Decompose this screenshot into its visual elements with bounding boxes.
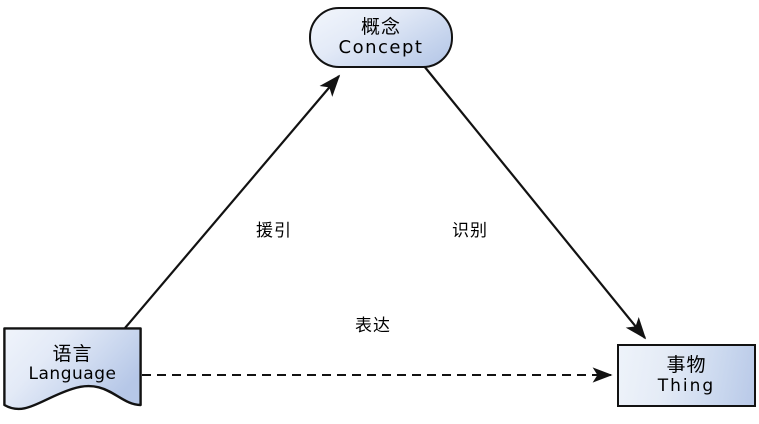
node-thing-label-cn: 事物 (666, 354, 707, 377)
node-language-label-cn: 语言 (52, 342, 93, 365)
edge-label-cite: 援引 (256, 221, 292, 241)
edge-label-identify: 识别 (452, 221, 488, 241)
edge-identify-line (423, 65, 647, 340)
node-concept-label-en: Concept (338, 37, 424, 59)
edge-label-express: 表达 (355, 316, 391, 336)
node-language-text: 语言 Language (3, 342, 142, 402)
edge-cite-line (124, 74, 341, 329)
node-thing[interactable]: 事物 Thing (617, 344, 756, 407)
node-language-label-en: Language (28, 364, 117, 385)
node-concept[interactable]: 概念 Concept (309, 7, 453, 68)
node-language[interactable]: 语言 Language (3, 327, 142, 419)
node-concept-label-cn: 概念 (360, 15, 401, 38)
document-shape-icon (3, 327, 142, 411)
node-thing-label-en: Thing (657, 375, 716, 396)
